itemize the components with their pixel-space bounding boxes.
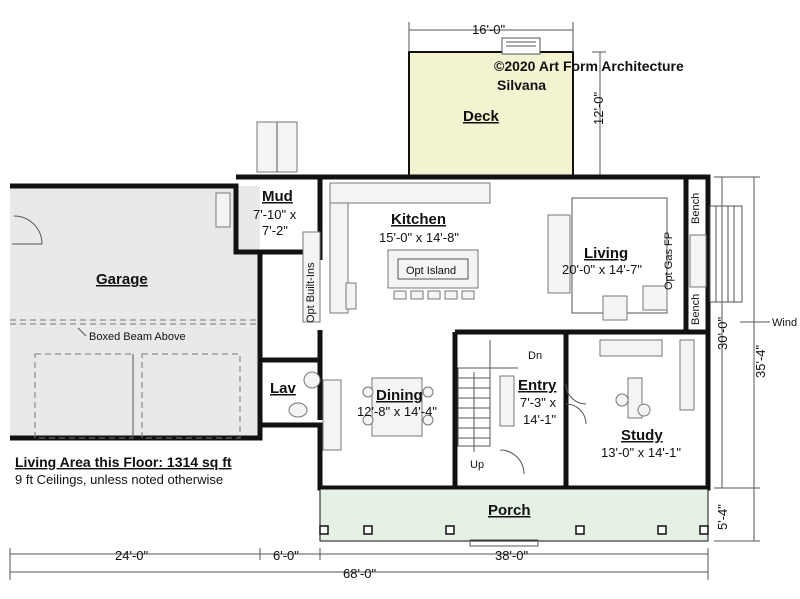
lav-toilet bbox=[288, 402, 308, 418]
opt-gas-fp-label: Opt Gas FP bbox=[663, 232, 675, 290]
bottom-mid-dim: 6'-0" bbox=[273, 548, 299, 563]
porch-columns bbox=[319, 525, 709, 535]
staircase bbox=[457, 340, 518, 452]
living-size: 20'-0" x 14'-7" bbox=[562, 262, 642, 277]
right-lower-dim: 5'-4" bbox=[715, 504, 730, 530]
living-area-text: Living Area this Floor: 1314 sq ft bbox=[15, 454, 232, 470]
mud-label: Mud bbox=[262, 188, 293, 205]
garage-label: Garage bbox=[96, 271, 148, 288]
opt-island-label: Opt Island bbox=[406, 265, 456, 277]
bottom-total-dim: 68'-0" bbox=[343, 566, 377, 581]
mud-size-1: 7'-10" x bbox=[253, 207, 297, 222]
kitchen-size: 15'-0" x 14'-8" bbox=[379, 230, 459, 245]
garage-floor bbox=[10, 186, 260, 438]
garage-door-right bbox=[141, 353, 241, 439]
dining-table bbox=[371, 377, 423, 437]
right-upper-dim: 30'-0" bbox=[715, 316, 730, 350]
deck-label: Deck bbox=[463, 108, 500, 125]
study-size: 13'-0" x 14'-1" bbox=[601, 445, 681, 460]
porch-label: Porch bbox=[488, 502, 531, 519]
mud-size-2: 7'-2" bbox=[262, 223, 288, 238]
bottom-garage-dim: 24'-0" bbox=[115, 548, 149, 563]
dining-size: 12'-8" x 14'-4" bbox=[357, 404, 437, 419]
deck-width-dim: 16'-0" bbox=[472, 22, 506, 37]
opt-builtins-label: Opt Built-Ins bbox=[305, 262, 317, 323]
deck-area bbox=[408, 51, 574, 178]
lav-label: Lav bbox=[270, 380, 297, 397]
porch-area bbox=[319, 488, 709, 542]
bottom-house-dim: 38'-0" bbox=[495, 548, 529, 563]
bench-bottom-label: Bench bbox=[690, 294, 702, 325]
rear-stoop bbox=[709, 205, 743, 303]
entry-label: Entry bbox=[518, 377, 557, 394]
stair-up-label: Up bbox=[470, 459, 484, 471]
right-total-dim: 35'-4" bbox=[753, 344, 768, 378]
island-stools bbox=[393, 290, 475, 300]
study-label: Study bbox=[621, 427, 663, 444]
kitchen-island bbox=[387, 249, 479, 289]
kitchen-label: Kitchen bbox=[391, 211, 446, 228]
plan-name-text: Silvana bbox=[497, 77, 546, 93]
stair-dn-label: Dn bbox=[528, 350, 542, 362]
living-sofa bbox=[547, 214, 571, 294]
dining-label: Dining bbox=[376, 387, 423, 404]
wind-label: Wind bbox=[772, 317, 797, 329]
living-label: Living bbox=[584, 245, 628, 262]
boxed-beam-label: Boxed Beam Above bbox=[89, 331, 186, 343]
deck-depth-dim: 12'-0" bbox=[591, 91, 606, 125]
bench-top-label: Bench bbox=[690, 193, 702, 224]
copyright-text: ©2020 Art Form Architecture bbox=[494, 58, 684, 74]
ceilings-text: 9 ft Ceilings, unless noted otherwise bbox=[15, 472, 223, 487]
entry-size-2: 14'-1" bbox=[523, 412, 557, 427]
entry-size-1: 7'-3" x bbox=[520, 395, 556, 410]
